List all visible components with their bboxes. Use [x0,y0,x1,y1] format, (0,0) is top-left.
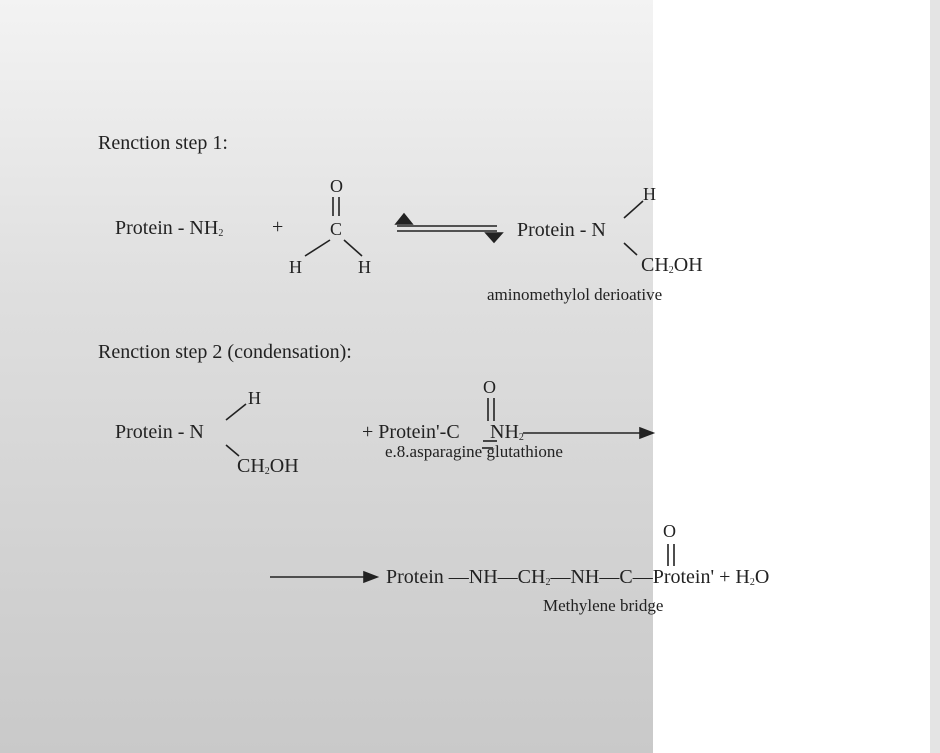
subscript: 2 [218,228,224,239]
reactant-text: Protein - NH [115,217,219,239]
text: H [735,566,750,588]
bond-c-h-left [304,239,331,257]
text: CH [517,566,546,588]
plus-sign: + [272,216,284,238]
methylene-bridge-product: Protein —NH—CH2—NH—C—Protein' + H2O [386,566,770,588]
atom-h: H [643,184,656,204]
oh-text: OH [673,254,703,276]
amide-nh2: NH2 [490,420,524,450]
subscript: 2 [749,577,755,588]
step2-reactant2: + Protein'-C [362,421,460,443]
step1-heading: Renction step 1: [98,132,228,154]
aminomethylol-label: aminomethylol derioative [487,285,663,304]
methylene-bridge-label: Methylene bridge [543,596,664,615]
atom-c: C [330,219,343,239]
step1-product: Protein - N [517,219,606,241]
atom-o: O [330,176,343,196]
arrowhead-down [484,232,504,244]
subscript: 2 [264,466,270,477]
text: NH [468,566,498,588]
text: NH [570,566,600,588]
subscript: 2 [668,265,674,276]
right-edge-strip [930,0,940,753]
text: C [619,566,633,588]
ch-text: CH [641,254,669,276]
gray-background-panel [0,0,653,753]
ch-text: CH [237,455,265,477]
subscript: 2 [518,432,524,443]
subscript: 2 [545,577,551,588]
text: Protein' [652,566,715,588]
ch2oh-group: CH2OH [237,454,299,484]
step2-reactant1: Protein - N [115,421,204,443]
plus-sign: + [719,566,731,588]
atom-h-left: H [289,257,302,277]
nh-text: NH [490,421,519,443]
text: O [754,566,770,588]
atom-h-right: H [358,257,371,277]
step1-reactant-protein-nh2: Protein - NH2 [115,216,223,246]
ch2oh-group: CH2OH [641,253,703,283]
oh-text: OH [269,455,299,477]
text: Protein [386,566,444,588]
example-label: e.8.asparagine glutathione [385,442,563,461]
atom-o: O [483,377,496,397]
atom-h: H [248,388,261,408]
bond-c-h-right [343,239,363,257]
step2-heading: Renction step 2 (condensation): [98,341,352,363]
arrowhead-up [394,212,414,225]
atom-o: O [663,521,676,541]
